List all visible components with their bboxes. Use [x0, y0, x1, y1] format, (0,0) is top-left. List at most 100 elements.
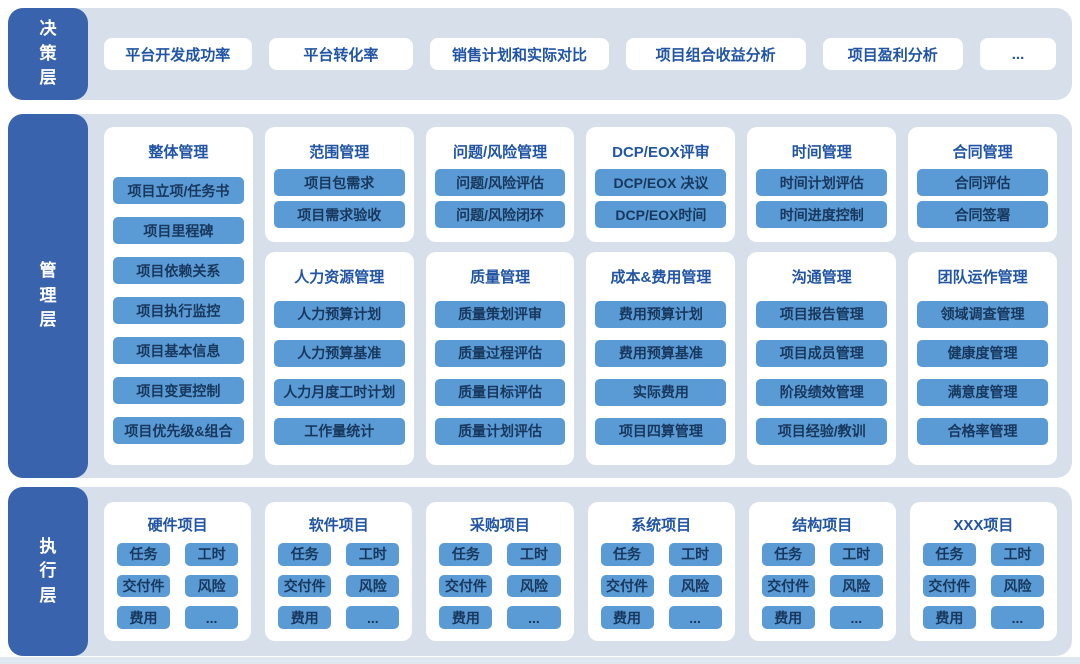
management-card: 合同管理合同评估合同签署	[908, 127, 1057, 242]
execution-project-card: 系统项目任务工时交付件风险费用...	[587, 502, 735, 641]
module-box: 合格率管理	[917, 417, 1048, 445]
card-items: 人力预算计划人力预算基准人力月度工时计划工作量统计	[273, 289, 405, 457]
project-title: 结构项目	[792, 517, 853, 534]
layer-label-char: 行	[39, 561, 57, 581]
module-box: DCP/EOX 决议	[595, 169, 727, 197]
module-box: 风险	[507, 574, 561, 598]
execution-project-card: 软件项目任务工时交付件风险费用...	[265, 502, 413, 641]
module-box: DCP/EOX时间	[595, 201, 727, 229]
module-box: 时间进度控制	[756, 201, 888, 229]
module-box: 人力预算基准	[273, 339, 405, 367]
module-box: 人力月度工时计划	[273, 378, 405, 406]
module-box: ...	[507, 606, 561, 629]
module-box: 交付件	[600, 574, 654, 598]
card-items: 费用预算计划费用预算基准实际费用项目四算管理	[595, 289, 727, 457]
module-box: 项目经验/教训	[756, 417, 888, 445]
module-box: 费用预算计划	[595, 300, 727, 328]
module-box: 项目基本信息	[113, 337, 244, 364]
module-box: 费用	[922, 606, 976, 629]
decision-metric-pill: 平台转化率	[268, 38, 414, 70]
layer-label-char: 层	[39, 585, 57, 605]
execution-project-card: XXX项目任务工时交付件风险费用...	[909, 502, 1057, 641]
card-items: 项目报告管理项目成员管理阶段绩效管理项目经验/教训	[756, 289, 888, 457]
decision-metrics-row: 平台开发成功率平台转化率销售计划和实际对比项目组合收益分析项目盈利分析...	[96, 8, 1072, 100]
card-title: 合同管理	[952, 144, 1013, 161]
project-items-grid: 任务工时交付件风险费用...	[600, 543, 722, 629]
project-items-grid: 任务工时交付件风险费用...	[117, 543, 239, 629]
module-box: ...	[829, 606, 883, 629]
card-title: 整体管理	[148, 144, 209, 161]
module-box: 交付件	[278, 574, 332, 598]
module-box: 工时	[829, 543, 883, 566]
module-box: ...	[990, 606, 1044, 629]
project-title: XXX项目	[953, 517, 1014, 534]
module-box: 任务	[600, 543, 654, 566]
layer-label-char: 层	[39, 68, 57, 88]
card-title: 时间管理	[791, 144, 852, 161]
execution-projects-grid: 硬件项目任务工时交付件风险费用...软件项目任务工时交付件风险费用...采购项目…	[96, 487, 1072, 656]
decision-layer-band: 决策层 平台开发成功率平台转化率销售计划和实际对比项目组合收益分析项目盈利分析.…	[8, 8, 1072, 100]
module-box: 工时	[990, 543, 1044, 566]
management-card: 整体管理项目立项/任务书项目里程碑项目依赖关系项目执行监控项目基本信息项目变更控…	[104, 127, 253, 465]
management-column: 范围管理项目包需求项目需求验收人力资源管理人力预算计划人力预算基准人力月度工时计…	[264, 127, 414, 465]
management-column: 整体管理项目立项/任务书项目里程碑项目依赖关系项目执行监控项目基本信息项目变更控…	[104, 127, 253, 465]
module-box: 费用预算基准	[595, 339, 727, 367]
card-title: 团队运作管理	[937, 268, 1028, 286]
card-title: 范围管理	[309, 144, 370, 161]
module-box: 实际费用	[595, 378, 727, 406]
project-title: 系统项目	[631, 517, 692, 534]
project-items-grid: 任务工时交付件风险费用...	[922, 543, 1044, 629]
module-box: ...	[346, 606, 400, 629]
module-box: 项目需求验收	[273, 201, 405, 229]
module-box: 时间计划评估	[756, 169, 888, 197]
management-modules-grid: 整体管理项目立项/任务书项目里程碑项目依赖关系项目执行监控项目基本信息项目变更控…	[96, 114, 1072, 478]
layer-label-char: 理	[39, 285, 57, 305]
card-title: 人力资源管理	[294, 268, 385, 286]
module-box: 风险	[346, 574, 400, 598]
module-box: 项目四算管理	[595, 417, 727, 445]
module-box: 工时	[507, 543, 561, 566]
module-box: 项目成员管理	[756, 339, 888, 367]
execution-project-card: 硬件项目任务工时交付件风险费用...	[104, 502, 252, 641]
card-title: 质量管理	[470, 268, 531, 286]
layer-label-char: 决	[39, 19, 57, 39]
module-box: 合同签署	[917, 201, 1048, 229]
module-box: 健康度管理	[917, 339, 1048, 367]
module-box: 项目依赖关系	[113, 257, 244, 284]
management-card: 时间管理时间计划评估时间进度控制	[747, 127, 897, 242]
module-box: 工时	[668, 543, 722, 566]
module-box: 项目包需求	[273, 169, 405, 197]
module-box: 项目优先级&组合	[113, 417, 244, 444]
execution-layer-band: 执行层 硬件项目任务工时交付件风险费用...软件项目任务工时交付件风险费用...…	[8, 487, 1072, 656]
module-box: 费用	[439, 606, 493, 629]
module-box: 任务	[922, 543, 976, 566]
decision-metric-pill: 销售计划和实际对比	[430, 38, 609, 70]
management-card: 团队运作管理领域调查管理健康度管理满意度管理合格率管理	[908, 251, 1057, 465]
project-items-grid: 任务工时交付件风险费用...	[761, 543, 883, 629]
card-items: 合同评估合同签署	[917, 164, 1048, 234]
module-box: 费用	[117, 606, 171, 629]
module-box: 工时	[346, 543, 400, 566]
bottom-edge-strip	[0, 657, 1080, 664]
card-title: 问题/风险管理	[452, 144, 548, 161]
module-box: 质量策划评审	[434, 300, 566, 328]
management-column: 合同管理合同评估合同签署团队运作管理领域调查管理健康度管理满意度管理合格率管理	[908, 127, 1057, 465]
module-box: 任务	[278, 543, 332, 566]
module-box: 合同评估	[917, 169, 1048, 197]
module-box: 项目执行监控	[113, 297, 244, 324]
module-box: 风险	[185, 574, 239, 598]
card-items: 领域调查管理健康度管理满意度管理合格率管理	[917, 289, 1048, 457]
card-items: DCP/EOX 决议 DCP/EOX时间	[595, 164, 727, 234]
layer-label-char: 策	[39, 43, 57, 63]
module-box: 风险	[990, 574, 1044, 598]
decision-metric-pill: 项目盈利分析	[822, 38, 964, 70]
card-items: 问题/风险评估问题/风险闭环	[434, 164, 566, 234]
module-box: 费用	[278, 606, 332, 629]
module-box: 人力预算计划	[273, 300, 405, 328]
decision-layer-label: 决策层	[8, 8, 88, 100]
module-box: ...	[185, 606, 239, 629]
card-items: 项目立项/任务书项目里程碑项目依赖关系项目执行监控项目基本信息项目变更控制项目优…	[113, 164, 244, 457]
module-box: 风险	[829, 574, 883, 598]
